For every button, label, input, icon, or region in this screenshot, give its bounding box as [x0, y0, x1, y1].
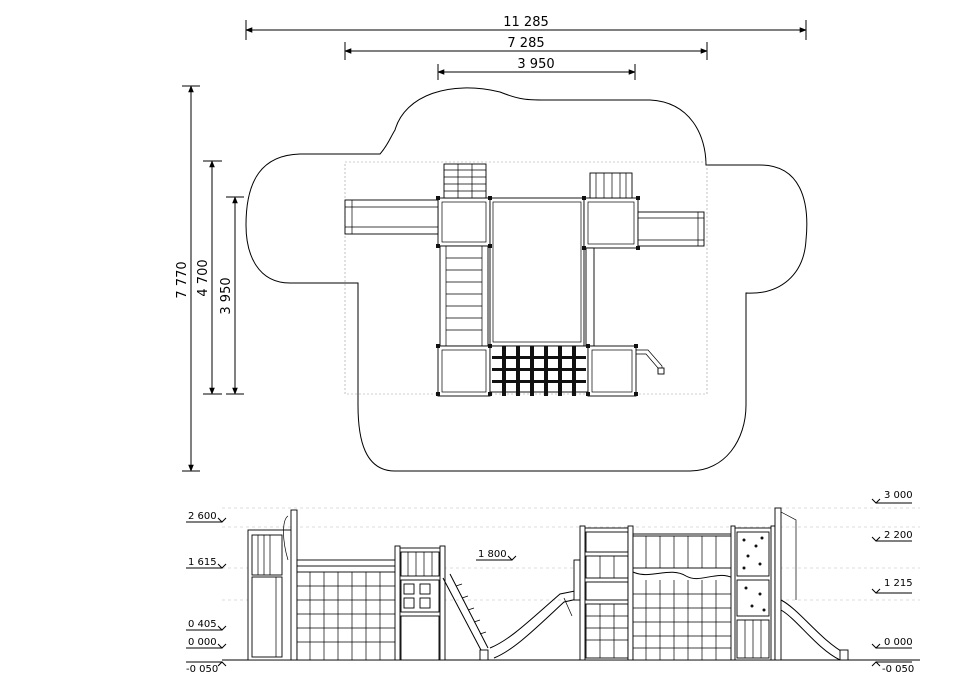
slide-level-label: 1 800: [478, 549, 507, 560]
plan-platform-bottom-left: [437, 345, 491, 397]
elevation-left-structure: [247, 509, 489, 661]
level-right-minus-0050: -0 050: [882, 664, 914, 675]
plan-wall-top-right: [589, 172, 633, 199]
plan-ladder-top: [443, 163, 487, 199]
level-left-0000: 0 000: [188, 637, 217, 648]
plan-platform-top-right: [583, 197, 639, 249]
plan-rail-right: [585, 247, 595, 347]
elevation-left-levels: 2 600 1 615 0 405 0 000 -0 050: [186, 511, 227, 675]
dimension-height-total: 7 770: [175, 85, 200, 472]
dimension-height-mid: 4 700: [196, 160, 222, 395]
footprint-outline: [344, 161, 708, 395]
level-left-1615: 1 615: [188, 557, 217, 568]
dimension-width-inner: 3 950: [437, 57, 636, 80]
dimension-height-inner-label: 3 950: [219, 277, 234, 314]
level-left-0405: 0 405: [188, 619, 217, 630]
safety-zone-outline: [245, 87, 808, 472]
slide-level-marker: 1 800: [476, 549, 517, 561]
elevation-right-structure: [489, 507, 849, 661]
level-left-2600: 2 600: [188, 511, 217, 522]
plan-platform-bottom-right: [587, 345, 637, 397]
dimension-width-inner-label: 3 950: [517, 57, 554, 72]
dimension-width-mid-label: 7 285: [507, 36, 544, 51]
elevation-right-levels: 3 000 2 200 1 215 0 000 -0 050: [871, 490, 914, 675]
level-right-3000: 3 000: [884, 490, 913, 501]
dimension-width-total: 11 285: [245, 15, 807, 40]
level-left-minus-0050: -0 050: [186, 664, 218, 675]
level-right-0000: 0 000: [884, 637, 913, 648]
level-right-1215: 1 215: [884, 578, 913, 589]
dimension-height-total-label: 7 770: [175, 261, 190, 298]
plan-platform-top-left: [437, 197, 491, 247]
plan-structure: [344, 163, 705, 397]
dimension-height-mid-label: 4 700: [196, 259, 211, 296]
dimension-height-inner: 3 950: [219, 196, 244, 395]
plan-slide-right: [637, 211, 705, 247]
plan-central-opening: [489, 197, 585, 347]
dimension-width-mid: 7 285: [344, 36, 708, 60]
plan-slide-left: [344, 199, 439, 235]
plan-ladder-bridge: [439, 245, 489, 347]
dimension-width-total-label: 11 285: [503, 15, 549, 30]
level-right-2200: 2 200: [884, 530, 913, 541]
